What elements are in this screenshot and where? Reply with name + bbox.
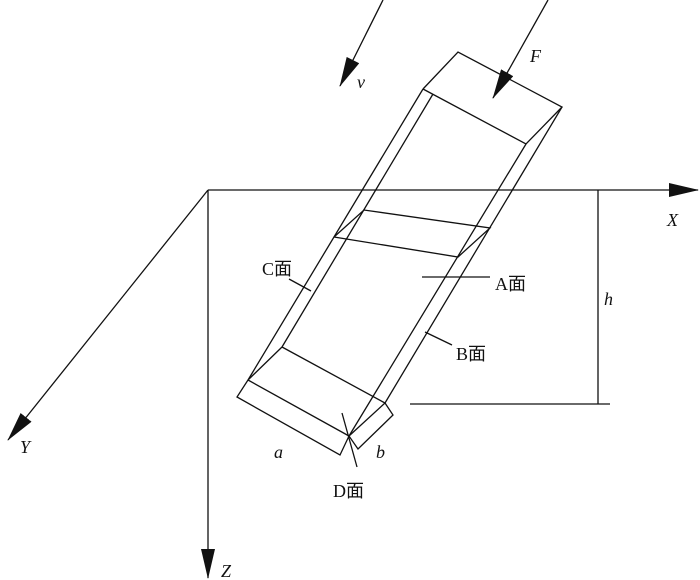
velocity-arrow xyxy=(339,0,384,87)
face-d-leader xyxy=(341,412,358,468)
y-axis xyxy=(7,189,209,441)
face-a-label: A面 xyxy=(495,274,526,294)
face-b-leader xyxy=(424,331,453,346)
height-label: h xyxy=(604,289,613,309)
z-axis-label: Z xyxy=(221,561,232,580)
height-dimension xyxy=(410,190,610,405)
velocity-label: v xyxy=(357,72,365,92)
width-b-label: b xyxy=(376,442,385,462)
face-c-leader xyxy=(288,278,312,292)
x-axis-label: X xyxy=(666,210,679,230)
force-label: F xyxy=(529,46,542,66)
y-axis-label: Y xyxy=(20,437,32,457)
prism xyxy=(236,51,564,456)
coordinate-axes xyxy=(7,183,699,579)
face-b-label: B面 xyxy=(456,344,486,364)
face-d-label: D面 xyxy=(333,481,364,501)
face-c-label: C面 xyxy=(262,259,292,279)
force-arrow xyxy=(492,0,549,99)
width-a-label: a xyxy=(274,442,283,462)
